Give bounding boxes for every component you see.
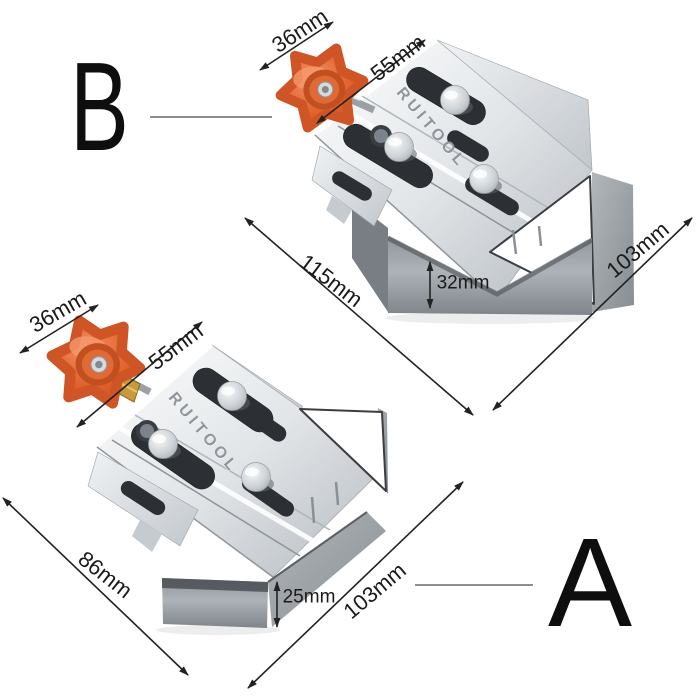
clamp-a-illustration [46, 315, 388, 635]
clamp-b-bolt [384, 132, 417, 162]
dim-arrow-a-side-103mm [247, 481, 464, 689]
dim-arrow-a-edge-55mm [76, 321, 203, 428]
dim-arrow-a-length-86mm [2, 497, 189, 676]
clamp-b-slot [447, 130, 489, 162]
clamp-b-bolt [469, 164, 502, 194]
dim-arrow-b-knob-36mm [259, 21, 334, 71]
dim-label-b-height: 32mm [436, 272, 490, 294]
clamp-a-bolt [148, 429, 181, 459]
dim-arrow-b-edge-55mm [316, 39, 426, 124]
dim-label-a-height: 25mm [282, 586, 336, 608]
dimension-arrows [2, 21, 693, 689]
variant-label-a: A [548, 512, 633, 653]
dim-arrow-b-side-103mm [492, 217, 693, 411]
clamp-a-bolt [217, 381, 250, 411]
dim-arrow-a-knob-36mm [19, 304, 99, 354]
variant-label-b: B [70, 36, 129, 177]
dim-arrow-b-length-115mm [244, 217, 474, 416]
clamp-a-slot [245, 408, 287, 442]
clamp-b-bolt [440, 85, 473, 115]
